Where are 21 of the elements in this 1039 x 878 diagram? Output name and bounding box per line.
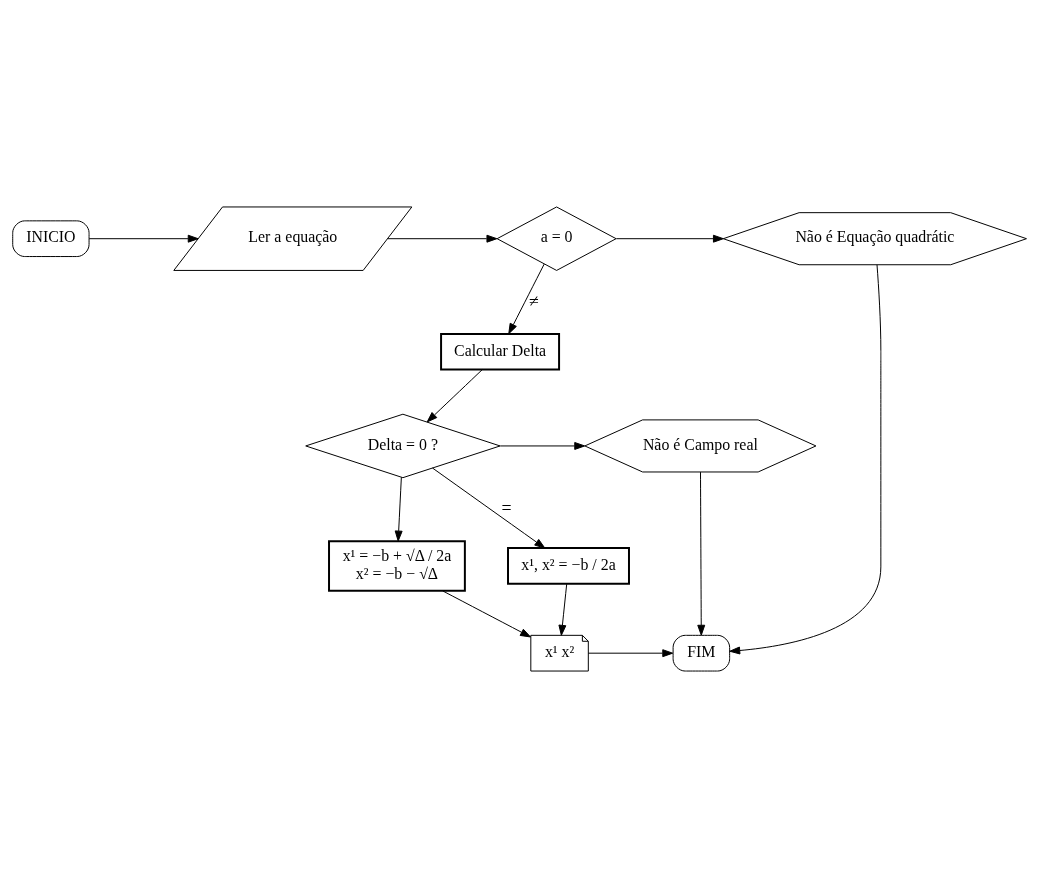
arrow	[88, 234, 199, 243]
node-box: FIM	[672, 634, 731, 672]
arrow	[587, 649, 674, 658]
arrow	[387, 234, 498, 243]
edge-label: ≠	[528, 290, 539, 311]
arrow	[394, 476, 403, 542]
arrow	[615, 234, 724, 243]
node-box: INICIO	[12, 220, 90, 258]
arrow	[697, 471, 706, 636]
arrow	[426, 369, 483, 423]
arrow	[432, 467, 546, 549]
edge-label: =	[501, 497, 512, 518]
arrow	[729, 264, 882, 655]
arrow	[442, 590, 532, 638]
arrow	[558, 583, 568, 636]
node-box: Calcular Delta	[440, 332, 561, 371]
node-box: x¹, x² = −b / 2a	[507, 547, 630, 585]
node-diamond: a = 0	[496, 206, 617, 271]
node-box: x¹ = −b + √Δ / 2a x² = −b − √Δ	[328, 540, 466, 592]
arrow	[499, 441, 586, 450]
arrow	[508, 263, 545, 335]
